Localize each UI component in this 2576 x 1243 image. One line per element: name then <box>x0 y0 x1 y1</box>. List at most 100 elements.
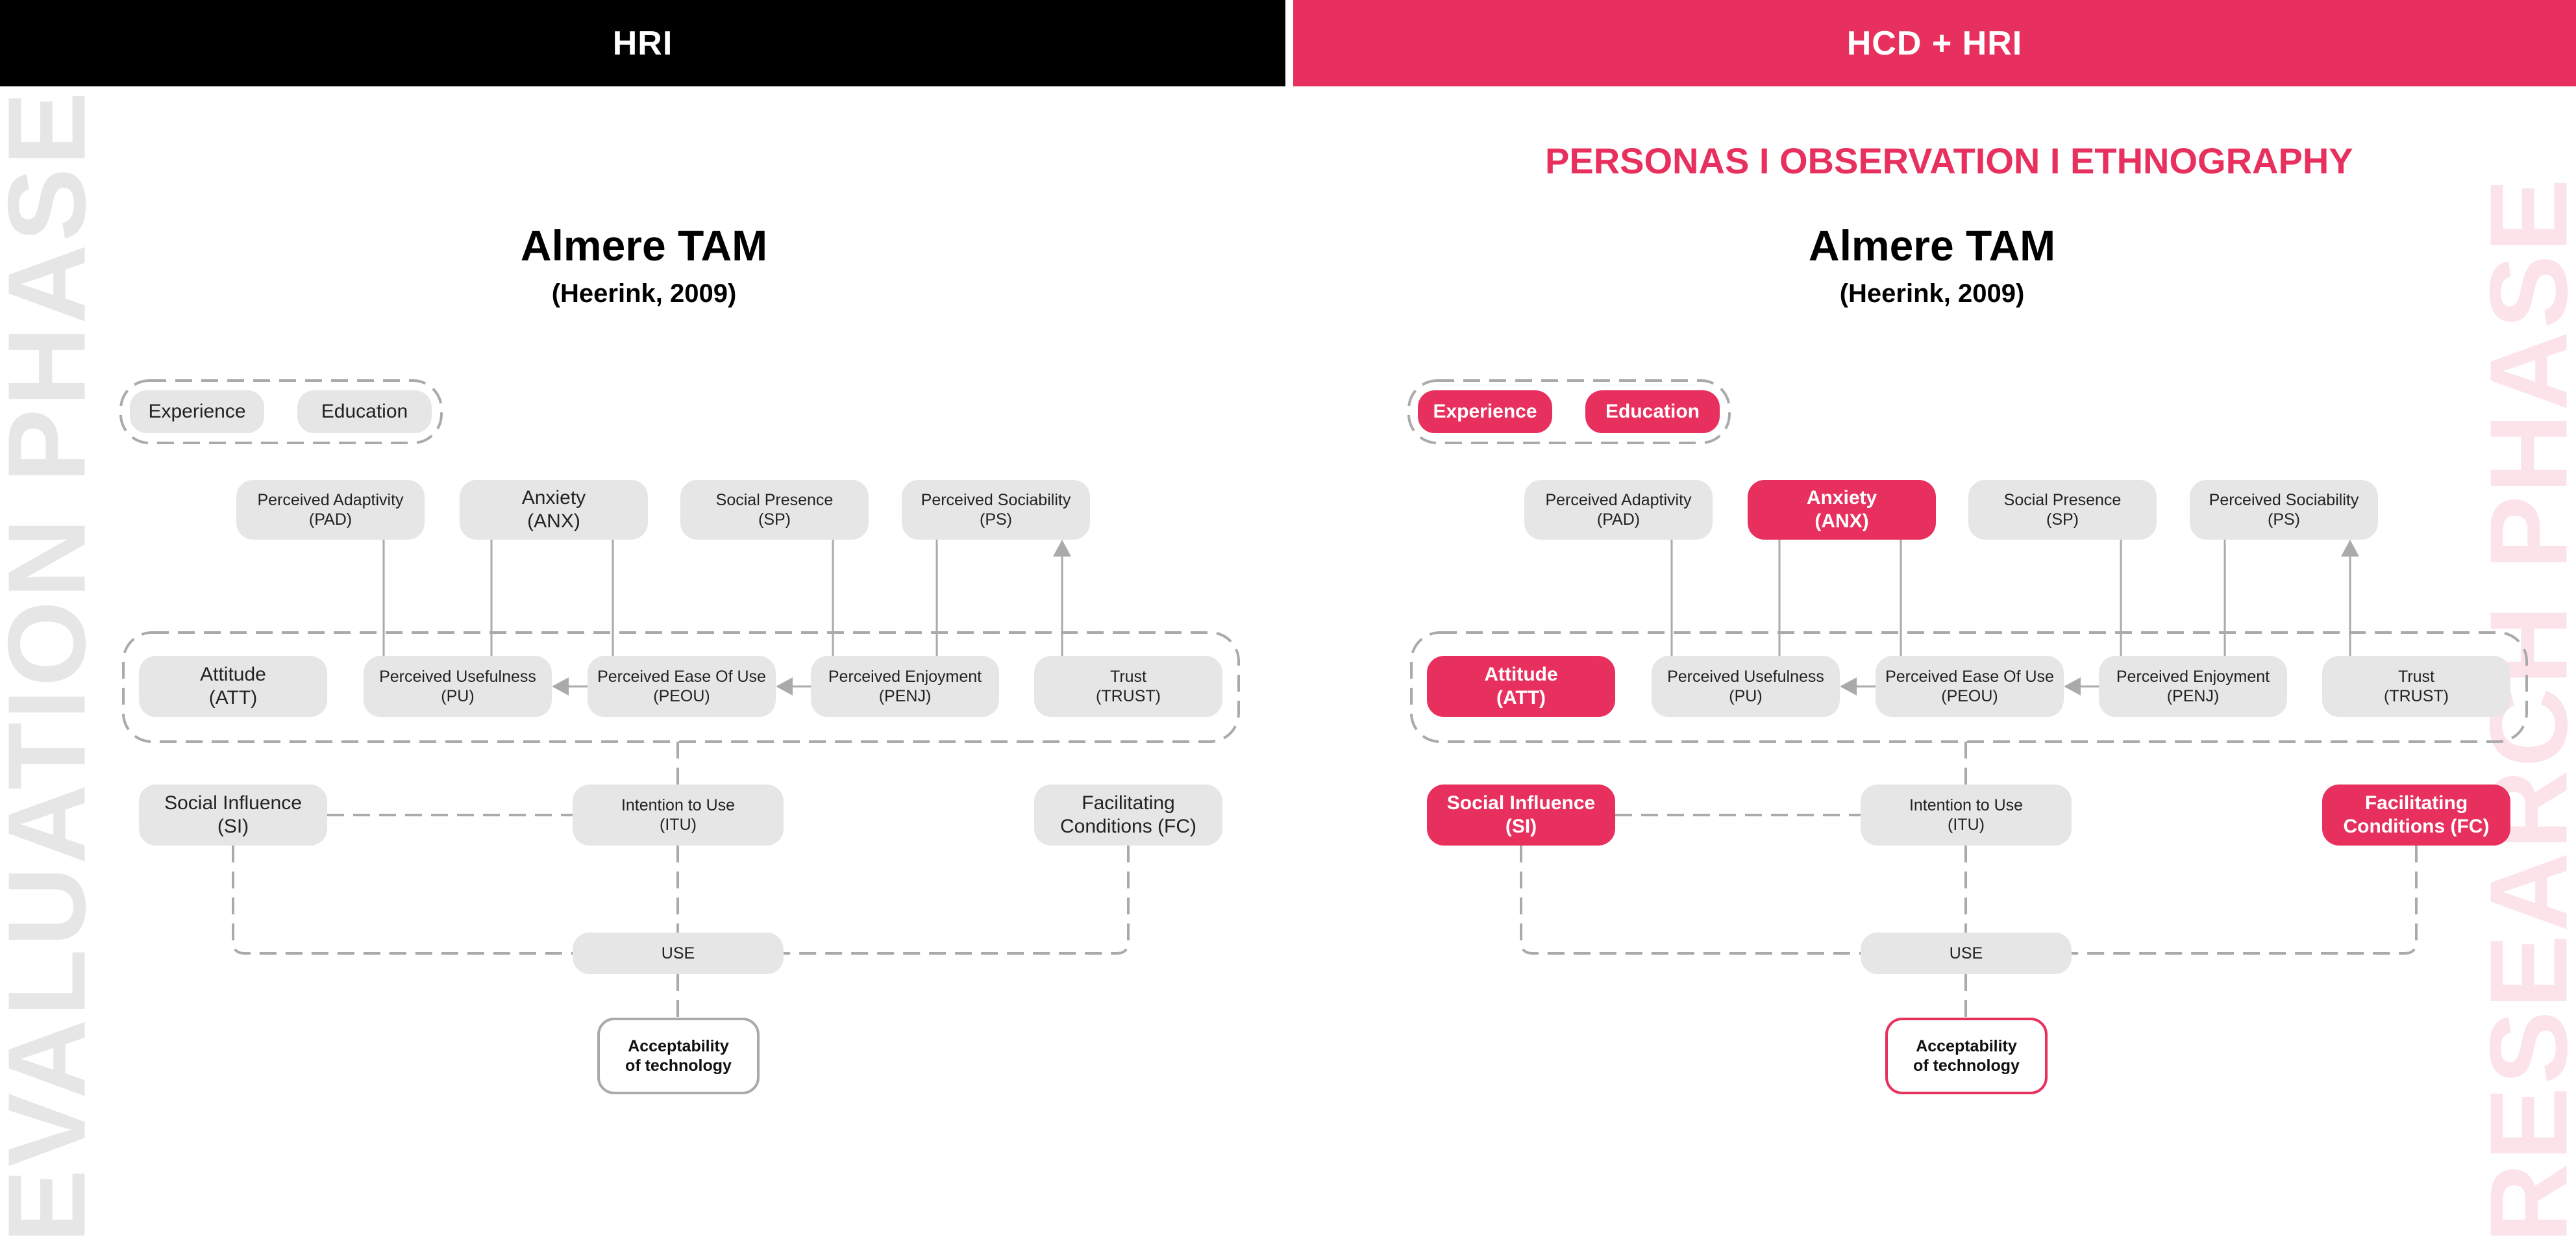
node-pu-line1: Perceived Usefulness <box>1667 668 1824 686</box>
node-att-line2: (ATT) <box>208 687 258 709</box>
node-education: Education <box>1585 390 1720 433</box>
node-acc: Acceptability of technology <box>597 1018 760 1094</box>
panel-citation: (Heerink, 2009) <box>551 279 737 308</box>
node-fc-line2: Conditions (FC) <box>1059 816 1197 837</box>
panel-title: Almere TAM <box>520 221 768 270</box>
node-experience: Experience <box>130 390 264 433</box>
node-use-line1: USE <box>1949 944 1983 962</box>
node-acc: Acceptability of technology <box>1885 1018 2048 1094</box>
constructs-group-box <box>1410 631 2528 743</box>
header-right-title: HCD + HRI <box>1846 24 2023 62</box>
arrowhead-icon <box>1053 540 1071 557</box>
node-education: Education <box>297 390 432 433</box>
node-si-line2: (SI) <box>1505 816 1537 837</box>
node-sp-line1: Social Presence <box>715 491 834 509</box>
si-to-use-line <box>1520 846 1861 955</box>
node-penj: Perceived Enjoyment(PENJ) <box>811 656 999 717</box>
node-si-line1: Social Influence <box>1446 792 1596 814</box>
node-trust: Trust(TRUST) <box>1034 656 1222 717</box>
fc-to-use-line <box>784 846 1130 955</box>
node-att: Attitude(ATT) <box>139 656 327 717</box>
si-to-use-line <box>232 846 573 955</box>
node-ps-line1: Perceived Sociability <box>921 491 1071 509</box>
node-itu-line1: Intention to Use <box>1909 796 2024 814</box>
node-acc-line2: of technology <box>625 1057 732 1075</box>
node-peou: Perceived Ease Of Use(PEOU) <box>1876 656 2064 717</box>
node-trust-line1: Trust <box>2397 668 2435 686</box>
node-pu: Perceived Usefulness(PU) <box>364 656 552 717</box>
node-anx-line2: (ANX) <box>527 510 580 532</box>
node-anx: Anxiety(ANX) <box>1748 480 1936 540</box>
node-peou-line1: Perceived Ease Of Use <box>1885 668 2054 686</box>
node-penj-line2: (PENJ) <box>2166 687 2220 705</box>
node-ps: Perceived Sociability(PS) <box>2190 480 2378 540</box>
node-sp: Social Presence(SP) <box>1968 480 2157 540</box>
node-att-line1: Attitude <box>200 664 266 685</box>
panel-hri: Almere TAM (Heerink, 2009) Experience Edu… <box>119 221 1240 1094</box>
node-anx: Anxiety(ANX) <box>460 480 648 540</box>
node-pad: Perceived Adaptivity(PAD) <box>236 480 425 540</box>
node-pu-line2: (PU) <box>441 687 475 705</box>
node-ps-line1: Perceived Sociability <box>2209 491 2359 509</box>
node-experience-line1: Experience <box>1433 401 1537 422</box>
node-peou-line1: Perceived Ease Of Use <box>597 668 766 686</box>
arrowhead-icon <box>2341 540 2359 557</box>
node-ps-line2: (PS) <box>2268 510 2300 529</box>
arrowhead-icon <box>776 677 793 696</box>
node-penj-line2: (PENJ) <box>878 687 932 705</box>
node-penj: Perceived Enjoyment(PENJ) <box>2099 656 2287 717</box>
header-hcd-hri: HCD + HRI <box>1293 0 2576 86</box>
node-att-line2: (ATT) <box>1496 687 1546 709</box>
node-pad: Perceived Adaptivity(PAD) <box>1524 480 1713 540</box>
arrowhead-icon <box>1840 677 1857 696</box>
node-si: Social Influence(SI) <box>139 785 327 846</box>
node-acc-line1: Acceptability <box>1916 1037 2017 1055</box>
node-education-line1: Education <box>1605 401 1700 422</box>
node-itu-line2: (ITU) <box>1948 816 1985 834</box>
node-peou: Perceived Ease Of Use(PEOU) <box>588 656 776 717</box>
node-penj-line1: Perceived Enjoyment <box>828 668 982 686</box>
node-itu-line2: (ITU) <box>660 816 697 834</box>
node-pad-line1: Perceived Adaptivity <box>1545 491 1692 509</box>
node-acc-line2: of technology <box>1913 1057 2020 1075</box>
demographics-group-box <box>1407 379 1731 444</box>
constructs-group-box <box>122 631 1240 743</box>
node-trust-line2: (TRUST) <box>1096 687 1161 705</box>
arrowhead-icon <box>2064 677 2081 696</box>
node-trust: Trust(TRUST) <box>2322 656 2510 717</box>
demographics-group-box <box>119 379 443 444</box>
node-pad-line2: (PAD) <box>308 510 353 529</box>
node-peou-line2: (PEOU) <box>1941 687 1998 705</box>
node-pad-line1: Perceived Adaptivity <box>257 491 404 509</box>
connector-layer <box>119 379 1240 1018</box>
node-si-line1: Social Influence <box>164 792 302 814</box>
node-ps: Perceived Sociability(PS) <box>902 480 1090 540</box>
node-ps-line2: (PS) <box>980 510 1012 529</box>
node-itu: Intention to Use (ITU) <box>1861 785 2072 846</box>
node-pu-line2: (PU) <box>1729 687 1763 705</box>
node-experience: Experience <box>1418 390 1552 433</box>
node-itu-line1: Intention to Use <box>621 796 736 814</box>
node-trust-line1: Trust <box>1109 668 1147 686</box>
node-pu: Perceived Usefulness(PU) <box>1652 656 1840 717</box>
node-acc-line1: Acceptability <box>628 1037 729 1055</box>
node-att-line1: Attitude <box>1484 664 1558 685</box>
header-left-title: HRI <box>612 24 673 62</box>
node-pad-line2: (PAD) <box>1596 510 1641 529</box>
panel-title: Almere TAM <box>1808 221 2056 270</box>
node-experience-line1: Experience <box>148 401 246 422</box>
node-sp-line1: Social Presence <box>2003 491 2122 509</box>
node-anx-line1: Anxiety <box>521 487 586 509</box>
node-anx-line1: Anxiety <box>1806 487 1877 509</box>
node-fc-line1: Facilitating <box>2364 792 2468 814</box>
node-sp-line2: (SP) <box>758 510 791 529</box>
node-att: Attitude(ATT) <box>1427 656 1615 717</box>
node-penj-line1: Perceived Enjoyment <box>2116 668 2270 686</box>
node-use-line1: USE <box>661 944 695 962</box>
node-anx-line2: (ANX) <box>1814 510 1869 532</box>
node-itu: Intention to Use (ITU) <box>573 785 784 846</box>
header-hri: HRI <box>0 0 1285 86</box>
